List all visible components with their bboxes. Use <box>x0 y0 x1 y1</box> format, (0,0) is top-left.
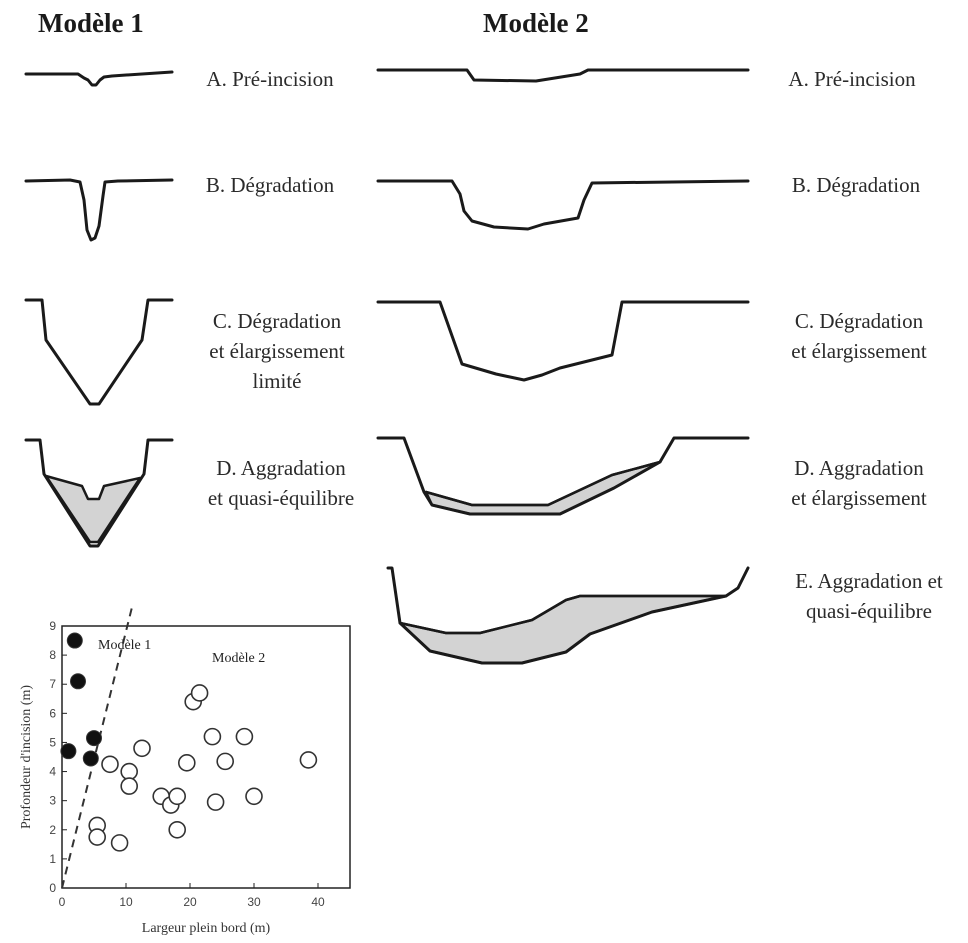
model1-stage-c-line1: C. Dégradation <box>212 309 342 333</box>
chart-y-tick-label: 9 <box>49 619 56 633</box>
chart-divider-line <box>61 605 134 889</box>
chart-y-tick-label: 6 <box>49 706 56 720</box>
model2-section-b <box>376 179 750 231</box>
model1-stage-d-label: D. Aggradation et quasi-équilibre <box>196 455 366 511</box>
model1-point <box>86 730 102 747</box>
chart-y-tick-label: 5 <box>49 735 56 749</box>
model2-point <box>120 777 138 795</box>
chart-y-tick-label: 0 <box>49 881 56 895</box>
chart-y-tick-label: 3 <box>49 794 56 808</box>
chart-x-ticks: 0 10 20 30 40 <box>59 883 325 909</box>
chart-y-axis-label: Profondeur d'incision (m) <box>19 685 34 829</box>
model1-stage-b-label: B. Dégradation <box>190 172 350 198</box>
chart-x-tick-label: 10 <box>119 895 133 909</box>
chart-x-tick-label: 30 <box>247 895 261 909</box>
model1-section-c <box>24 298 174 406</box>
model2-point <box>120 762 138 781</box>
model2-section-e <box>386 566 750 665</box>
model1-stage-a-line1: A. Pré-incision <box>206 67 334 91</box>
model2-section-a <box>376 68 750 83</box>
model2-stage-a-line1: A. Pré-incision <box>788 67 916 91</box>
chart-y-tick-label: 1 <box>49 852 56 866</box>
chart-x-tick-label: 0 <box>59 895 66 909</box>
model2-stage-c-label: C. Dégradation et élargissement <box>774 308 944 364</box>
model1-section-d-aggradation <box>44 474 142 544</box>
model2-stage-b-line1: B. Dégradation <box>791 173 921 197</box>
model1-heading: Modèle 1 <box>38 8 144 38</box>
model2-point <box>168 820 186 839</box>
model2-point <box>203 727 222 746</box>
chart-y-tick-label: 2 <box>49 823 56 837</box>
model2-point <box>190 684 209 702</box>
model2-point <box>235 727 254 746</box>
model2-stage-d-line2: et élargissement <box>791 486 927 510</box>
chart-x-tick-label: 40 <box>311 895 325 909</box>
model1-point <box>82 750 99 767</box>
model2-stage-b-label: B. Dégradation <box>776 172 936 198</box>
chart-y-tick-label: 4 <box>49 765 56 779</box>
model2-point <box>299 751 318 769</box>
model2-stage-d-line1: D. Aggradation <box>794 456 924 480</box>
chart-y-tick-label: 7 <box>49 677 56 691</box>
model1-stage-d-line1: D. Aggradation <box>216 456 346 480</box>
chart-annotation-model2: Modèle 2 <box>212 651 265 666</box>
chart-points <box>60 632 318 852</box>
model1-stage-d-line2: et quasi-équilibre <box>207 486 355 510</box>
model2-point <box>101 755 119 774</box>
model2-stage-a-label: A. Pré-incision <box>772 66 932 92</box>
model1-section-a <box>24 70 174 87</box>
model2-stage-e-line2: quasi-équilibre <box>806 599 932 623</box>
model2-heading: Modèle 2 <box>483 8 589 38</box>
model2-stage-c-line1: C. Dégradation <box>794 309 924 333</box>
model2-stage-d-label: D. Aggradation et élargissement <box>774 455 944 511</box>
model2-section-e-deposit-top <box>398 594 728 635</box>
model2-point <box>206 793 225 811</box>
model1-point <box>66 632 83 649</box>
model1-stage-a-label: A. Pré-incision <box>190 66 350 92</box>
model2-stage-c-line2: et élargissement <box>791 339 927 363</box>
model1-stage-b-line1: B. Dégradation <box>205 173 335 197</box>
chart-annotation-model1: Modèle 1 <box>98 638 151 653</box>
model1-section-d <box>24 438 174 548</box>
chart-y-tick-label: 8 <box>49 648 56 662</box>
model1-stage-c-label: C. Dégradation et élargissement limité <box>192 308 362 394</box>
chart-x-axis-label: Largeur plein bord (m) <box>142 921 271 936</box>
model1-point <box>60 743 77 760</box>
model2-stage-e-label: E. Aggradation et quasi-équilibre <box>776 568 962 624</box>
model2-point <box>133 739 151 758</box>
chart-x-tick-label: 20 <box>183 895 197 909</box>
model2-point <box>168 787 186 806</box>
model2-point <box>110 834 129 852</box>
chart-y-ticks: 0 1 2 3 4 5 6 7 8 9 <box>49 619 67 895</box>
model2-section-c <box>376 300 750 382</box>
model1-section-b <box>24 178 174 242</box>
model2-section-d <box>376 436 750 516</box>
model2-point <box>245 787 263 806</box>
model2-point <box>88 828 106 846</box>
model1-point <box>70 673 86 690</box>
model2-point <box>216 752 234 771</box>
model1-stage-c-line3: limité <box>252 369 302 393</box>
model2-point <box>178 754 196 772</box>
model1-stage-c-line2: et élargissement <box>209 339 345 363</box>
model2-stage-e-line1: E. Aggradation et <box>795 569 943 593</box>
model2-section-d-deposit-top <box>424 460 662 507</box>
chart-plot-frame <box>61 625 351 889</box>
